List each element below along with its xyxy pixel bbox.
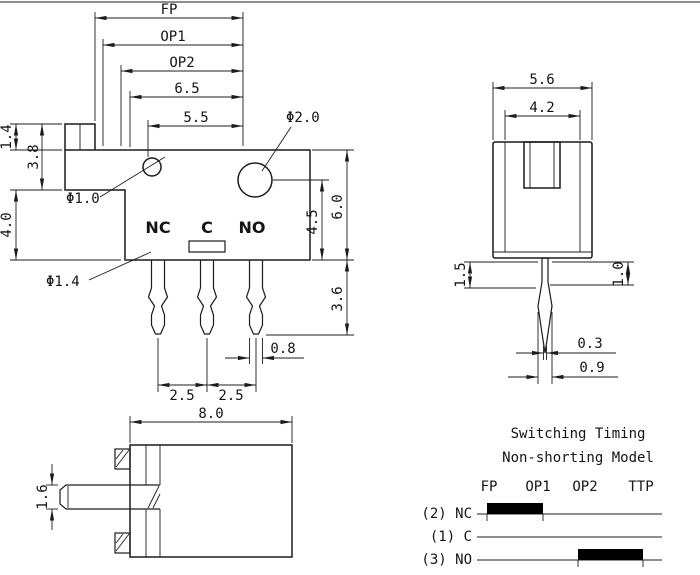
dim-4-0: 4.0 xyxy=(0,189,121,261)
bottom-lug-bottom xyxy=(114,532,131,554)
timing-row-label-no: (3) NO xyxy=(421,552,472,568)
dim-text-2-5-left: 2.5 xyxy=(169,388,194,404)
dim-0-3: 0.3 xyxy=(516,336,616,360)
dim-2-5-left: 2.5 xyxy=(157,338,208,404)
dim-text-5-5: 5.5 xyxy=(183,110,208,126)
bottom-body-outline xyxy=(114,444,293,558)
front-body-outline xyxy=(64,123,311,261)
side-body-outline xyxy=(492,141,593,259)
leader-phi-1-0: Φ1.0 xyxy=(66,156,166,207)
dim-6-5: 6.5 xyxy=(129,81,243,147)
dim-text-3-6: 3.6 xyxy=(330,286,346,311)
dim-text-phi-1-0: Φ1.0 xyxy=(66,191,100,207)
dim-text-4-0: 4.0 xyxy=(0,212,15,237)
side-terminal-pin xyxy=(537,257,553,354)
dim-4-5: 4.5 xyxy=(273,179,329,261)
side-view: 5.6 4.2 1.5 1.0 0.3 xyxy=(453,72,634,384)
dim-text-0-8: 0.8 xyxy=(270,341,295,357)
dim-5-5: 5.5 xyxy=(147,110,243,157)
dim-text-8-0: 8.0 xyxy=(198,406,223,422)
dim-text-4-2: 4.2 xyxy=(529,100,554,116)
dim-2-5-right: 2.5 xyxy=(207,338,257,404)
bottom-lever-shape xyxy=(59,484,160,510)
dim-text-1-4: 1.4 xyxy=(0,124,15,149)
dim-text-2-5-right: 2.5 xyxy=(218,388,243,404)
dim-text-6-5: 6.5 xyxy=(174,81,199,97)
dim-text-op2: OP2 xyxy=(169,55,194,71)
dim-8-0: 8.0 xyxy=(129,406,293,443)
leader-phi-1-4: Φ1.4 xyxy=(46,251,152,290)
dim-0-9: 0.9 xyxy=(508,312,618,384)
dim-3-8: 3.8 xyxy=(26,123,62,191)
timing-col-op1: OP1 xyxy=(525,479,550,495)
timing-col-ttp: TTP xyxy=(628,479,653,495)
dim-4-2: 4.2 xyxy=(504,100,581,140)
side-body-shape xyxy=(492,141,593,259)
dim-text-phi-2-0: Φ2.0 xyxy=(286,110,320,126)
timing-col-op2: OP2 xyxy=(572,479,597,495)
timing-bar-no-closed xyxy=(578,549,643,560)
dim-op2: OP2 xyxy=(120,55,243,146)
front-body-shape xyxy=(64,149,311,261)
dim-text-0-9: 0.9 xyxy=(579,360,604,376)
terminal-c-pin xyxy=(196,260,218,335)
dim-1-4: 1.4 xyxy=(0,123,62,151)
dim-1-5: 1.5 xyxy=(453,261,538,289)
leader-phi-2-0: Φ2.0 xyxy=(261,110,320,172)
dim-1-0: 1.0 xyxy=(550,261,634,287)
timing-chart: Switching Timing Non-shorting Model FP O… xyxy=(421,426,662,568)
terminal-label-c: C xyxy=(201,218,213,237)
timing-bar-nc-closed xyxy=(487,503,543,514)
dim-text-4-5: 4.5 xyxy=(305,209,321,234)
dim-3-6: 3.6 xyxy=(266,260,354,336)
front-terminals xyxy=(147,260,267,335)
terminal-no-pin xyxy=(245,260,267,335)
dim-text-1-6: 1.6 xyxy=(35,484,51,509)
terminal-nc-pin xyxy=(147,260,169,335)
dim-6-0: 6.0 xyxy=(312,149,354,261)
dim-text-5-6: 5.6 xyxy=(529,72,554,88)
timing-title-line1: Switching Timing xyxy=(511,426,646,442)
timing-row-label-nc: (2) NC xyxy=(421,506,472,522)
side-plunger xyxy=(523,141,561,189)
dim-text-phi-1-4: Φ1.4 xyxy=(46,274,80,290)
hole-phi-1-0 xyxy=(142,157,162,177)
dim-fp: FP xyxy=(94,2,244,146)
dim-op1: OP1 xyxy=(102,29,243,146)
dim-text-0-3: 0.3 xyxy=(577,336,602,352)
dim-text-3-8: 3.8 xyxy=(26,144,42,169)
terminal-label-nc: NC xyxy=(145,218,170,237)
timing-col-fp: FP xyxy=(481,479,498,495)
terminal-label-no: NO xyxy=(239,218,266,237)
dim-text-1-5: 1.5 xyxy=(453,262,469,287)
bottom-view: 8.0 1.6 xyxy=(35,406,293,558)
front-view: NC C NO FP OP1 OP2 6.5 5.5 xyxy=(0,2,354,404)
dim-5-6: 5.6 xyxy=(492,72,593,140)
bottom-lug-top xyxy=(114,448,131,470)
dim-text-1-0: 1.0 xyxy=(611,261,627,286)
dim-0-8: 0.8 xyxy=(225,338,304,364)
dim-text-op1: OP1 xyxy=(160,29,185,45)
hole-phi-2-0 xyxy=(237,162,273,198)
timing-row-label-c: (1) C xyxy=(430,529,472,545)
bottom-body-shape xyxy=(129,444,293,558)
front-slot-under-c xyxy=(188,240,226,253)
bottom-lever xyxy=(59,484,161,510)
timing-title-line2: Non-shorting Model xyxy=(502,450,654,466)
dim-text-6-0: 6.0 xyxy=(330,194,346,219)
dim-text-fp: FP xyxy=(161,2,178,18)
dim-1-6: 1.6 xyxy=(35,464,58,530)
